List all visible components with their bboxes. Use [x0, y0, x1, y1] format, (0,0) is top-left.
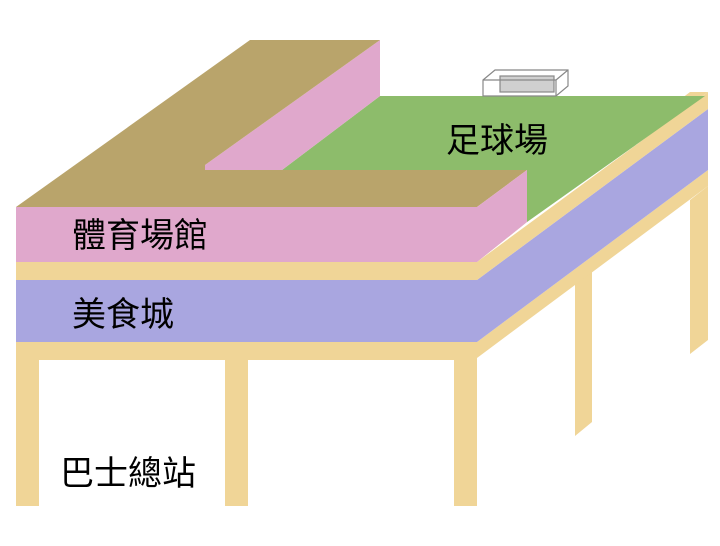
middle-slab-side — [477, 92, 708, 280]
football-field — [282, 96, 705, 222]
label-bus-terminus: 巴士總站 — [60, 454, 196, 494]
front-column-left — [16, 358, 39, 506]
sports-hall-roof — [16, 40, 527, 207]
label-food-court: 美食城 — [72, 295, 174, 335]
label-football-field: 足球場 — [446, 121, 548, 161]
sports-hall-inner-wall — [205, 40, 380, 170]
right-column-far — [690, 186, 708, 354]
food-court-front — [16, 280, 477, 342]
front-column-mid — [225, 358, 248, 506]
bottom-slab-side — [477, 170, 708, 358]
front-column-right — [454, 358, 477, 506]
right-column-mid — [575, 268, 592, 436]
middle-slab-front — [16, 262, 477, 280]
food-court-side — [477, 109, 708, 342]
sports-hall-side — [477, 170, 527, 262]
label-sports-hall: 體育場館 — [72, 216, 208, 256]
bottom-slab-front — [16, 342, 477, 360]
football-goal — [482, 69, 569, 97]
sports-hall-front — [16, 207, 477, 262]
